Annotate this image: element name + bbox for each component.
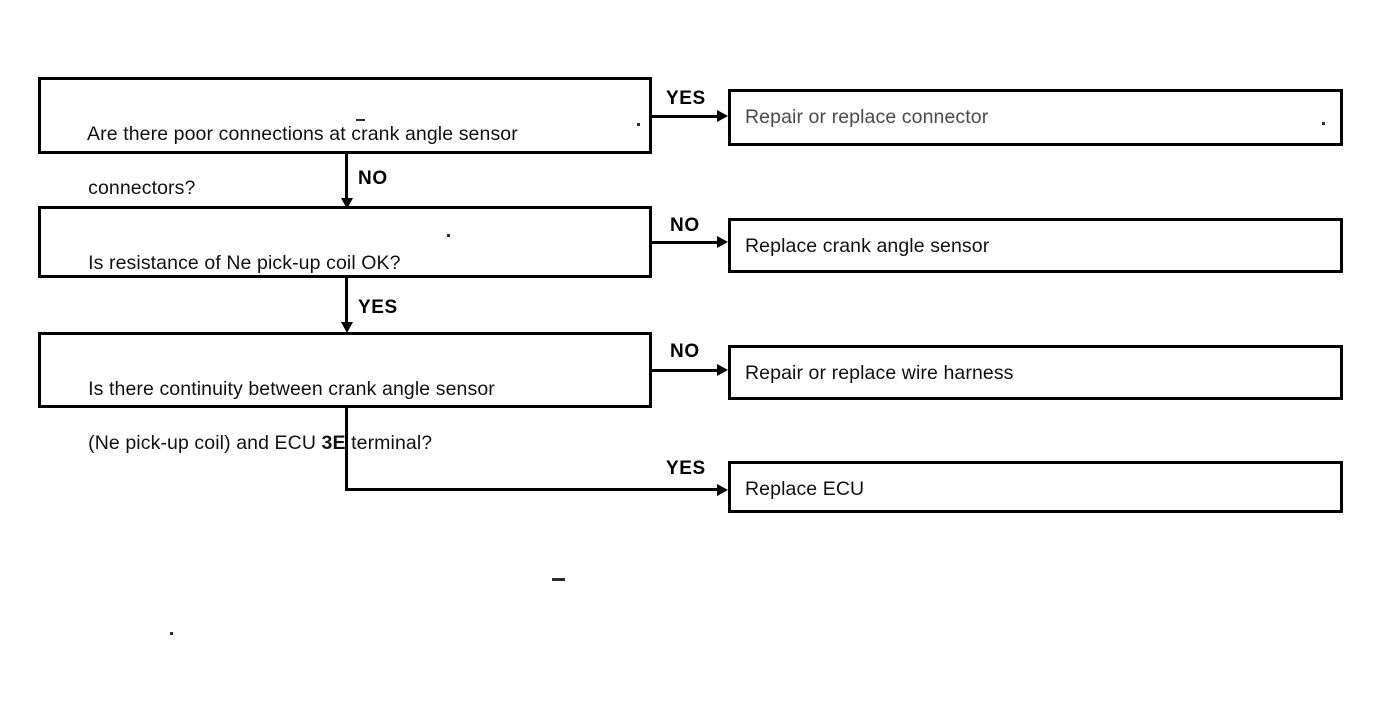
- edge-label-q2-no: NO: [670, 215, 700, 236]
- edge-q1-yes-line: [652, 115, 724, 118]
- action-box-repair-connector-text: Repair or replace connector: [745, 106, 989, 128]
- question-box-continuity-line2-suffix: terminal?: [345, 432, 433, 454]
- scan-artifact-dot-a1: [1322, 122, 1325, 125]
- edge-q3-yes-vertical: [345, 408, 348, 491]
- question-box-continuity-line2-prefix: (Ne pick-up coil) and ECU: [88, 432, 322, 454]
- question-box-connections[interactable]: Are there poor connections at crank angl…: [38, 77, 652, 199]
- edge-q3-no-line: [652, 369, 724, 372]
- action-box-repair-harness-text: Repair or replace wire harness: [745, 362, 1014, 384]
- question-box-continuity[interactable]: Is there continuity between crank angle …: [38, 332, 652, 454]
- question-box-continuity-line1: Is there continuity between crank angle …: [88, 378, 495, 400]
- question-box-coil-resistance[interactable]: Is resistance of Ne pick-up coil OK?: [38, 206, 652, 278]
- question-box-continuity-terminal: 3E: [321, 432, 346, 454]
- scan-artifact-dot: [170, 632, 173, 635]
- edge-label-q2-yes: YES: [358, 297, 398, 318]
- edge-q3-yes-horizontal: [345, 488, 724, 491]
- action-box-replace-sensor[interactable]: Replace crank angle sensor: [728, 218, 1343, 273]
- edge-q3-yes-arrowhead: [717, 484, 728, 496]
- edge-q2-no-line: [652, 241, 724, 244]
- question-box-connections-text: Are there poor connections at crank angl…: [55, 94, 518, 229]
- question-box-connections-line2: connectors?: [88, 177, 196, 199]
- edge-q2-no-arrowhead: [717, 236, 728, 248]
- edge-label-q3-no: NO: [670, 341, 700, 362]
- scan-artifact-dot-q2: [447, 234, 450, 237]
- edge-q2-yes-arrowhead: [341, 322, 353, 333]
- edge-q1-no-line: [345, 154, 348, 204]
- action-box-repair-harness[interactable]: Repair or replace wire harness: [728, 345, 1343, 400]
- edge-q1-no-arrowhead: [341, 198, 353, 209]
- edge-q2-yes-line: [345, 278, 348, 328]
- action-box-replace-sensor-text: Replace crank angle sensor: [745, 235, 990, 257]
- edge-q3-no-arrowhead: [717, 364, 728, 376]
- edge-label-q3-yes: YES: [666, 458, 706, 479]
- action-box-replace-ecu[interactable]: Replace ECU: [728, 461, 1343, 513]
- edge-q1-yes-arrowhead: [717, 110, 728, 122]
- scan-artifact-dash: [552, 578, 565, 581]
- question-box-coil-resistance-line1: Is resistance of Ne pick-up coil OK?: [88, 252, 401, 274]
- scan-artifact-dash-q1: [356, 119, 365, 121]
- question-box-coil-resistance-text: Is resistance of Ne pick-up coil OK?: [55, 223, 401, 304]
- edge-label-q1-yes: YES: [666, 88, 706, 109]
- question-box-continuity-text: Is there continuity between crank angle …: [55, 349, 495, 484]
- scan-artifact-dot-q1: [637, 123, 640, 126]
- action-box-repair-connector[interactable]: Repair or replace connector: [728, 89, 1343, 146]
- edge-label-q1-no: NO: [358, 168, 388, 189]
- question-box-connections-line1: Are there poor connections at crank angl…: [87, 123, 518, 145]
- action-box-replace-ecu-text: Replace ECU: [745, 478, 865, 500]
